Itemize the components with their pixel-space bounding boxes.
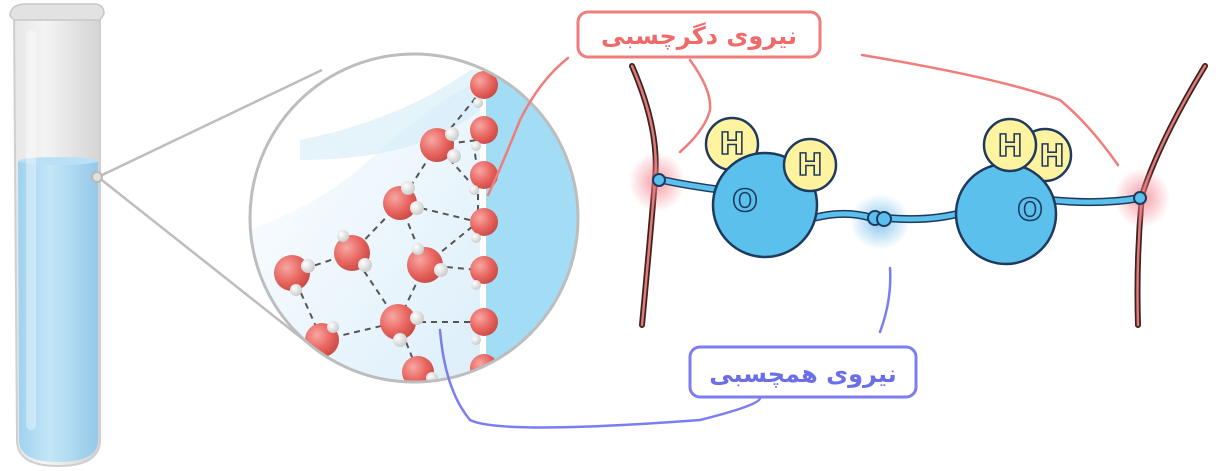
hydrogen-atom	[782, 137, 838, 193]
cohesion-label: نیروی همچسبی	[688, 345, 918, 399]
water-molecules	[274, 127, 461, 382]
test-tube-water	[18, 158, 98, 462]
hydrogen-symbol: H	[997, 129, 1022, 164]
adhesion-label: نیروی دگرچسبی	[576, 10, 822, 59]
water-molecule	[274, 255, 315, 296]
zoom-circle-border	[248, 52, 580, 384]
hydrogen-symbol: H	[1039, 139, 1064, 174]
test-tube	[9, 3, 105, 468]
oxygen-symbol: O	[1017, 193, 1043, 228]
hydrogen-atom	[982, 117, 1038, 173]
water-molecule	[334, 230, 372, 272]
handshake	[867, 210, 892, 227]
zoom-water-top	[300, 70, 480, 160]
cartoon-water-molecule-right: H O H	[882, 117, 1147, 266]
adhesion-label-text: نیروی دگرچسبی	[601, 22, 797, 50]
hydrogen-symbol: H	[719, 127, 744, 162]
cohesion-connectors	[438, 266, 892, 429]
water-molecule	[380, 304, 424, 347]
cartoon-water-molecule-left: H O H	[652, 116, 876, 259]
water-meniscus	[18, 157, 98, 165]
wall-water-molecules	[469, 71, 498, 382]
oxygen-symbol: O	[732, 184, 758, 219]
zoom-circle	[248, 52, 580, 384]
cohesion-label-text: نیروی همچسبی	[709, 360, 897, 388]
magnifier-lines	[97, 68, 323, 341]
zoom-tube-wall	[486, 54, 578, 382]
water-molecule	[383, 181, 424, 220]
test-tube-lip	[9, 3, 105, 21]
magnifier-anchor	[91, 171, 103, 183]
test-tube-highlight	[26, 30, 36, 430]
hydrogen-symbol: H	[797, 148, 822, 183]
water-molecule	[420, 127, 461, 163]
water-molecule	[407, 243, 448, 283]
adhesion-connectors	[486, 53, 1120, 197]
